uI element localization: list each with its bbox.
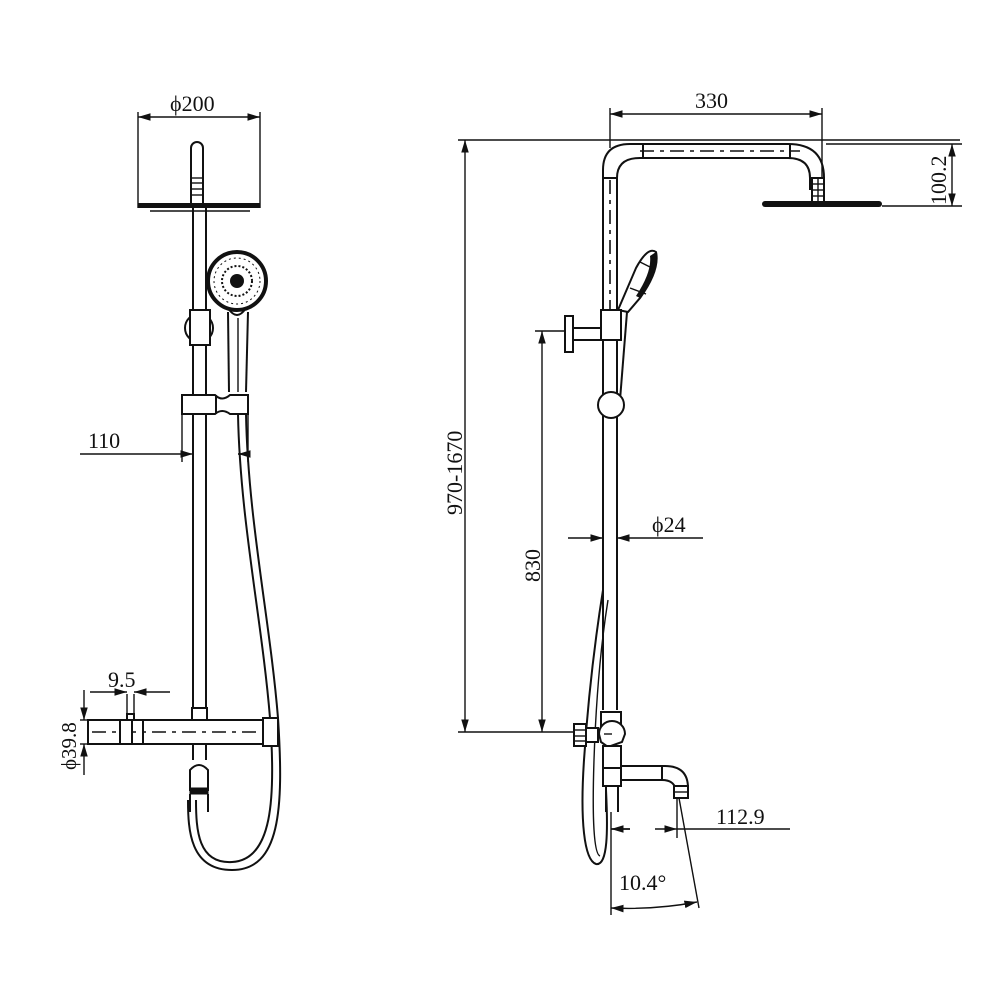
riser-rail: [192, 208, 207, 718]
thermostatic-valve-bar: [87, 707, 279, 812]
dim-label: ϕ200: [170, 91, 215, 116]
dim-label: 9.5: [108, 667, 136, 692]
dim-label: 110: [88, 428, 120, 453]
dim-diverter-height: 830: [520, 331, 546, 732]
dim-label: 100.2: [926, 156, 951, 206]
rail-ring-clip: [184, 309, 214, 346]
diverter-valve: [573, 711, 627, 812]
shower-hose: [187, 413, 282, 872]
side-view: 330 100.2: [442, 88, 962, 915]
hand-shower-side: [600, 249, 658, 401]
shower-arm-overhead: [458, 139, 960, 710]
wall-bracket: [535, 315, 602, 353]
dim-label: 10.4°: [619, 870, 666, 895]
dim-total-height: 970-1670: [442, 140, 580, 733]
dim-rail-offset: 110: [80, 414, 251, 462]
dim-label: 830: [520, 549, 545, 582]
dim-spout-reach: 112.9: [610, 798, 790, 915]
dim-arm-reach: 330: [609, 88, 823, 180]
slider-bracket: [181, 394, 249, 415]
dim-label: ϕ39.8: [57, 722, 81, 770]
dim-label: 112.9: [716, 804, 765, 829]
rain-shower-head: [138, 203, 260, 212]
dim-label: 970-1670: [442, 431, 467, 515]
dim-head-diameter: ϕ200: [137, 91, 261, 208]
dim-spout-angle: 10.4°: [610, 797, 700, 913]
rain-shower-head-side: [762, 201, 882, 207]
dim-pipe-diameter: ϕ24: [568, 512, 703, 542]
front-view: ϕ200: [57, 91, 282, 872]
dim-valve-offset: 9.5: [90, 667, 170, 714]
hand-shower: [206, 250, 268, 393]
slider-ring: [597, 391, 625, 419]
dim-label: ϕ24: [652, 512, 686, 537]
shower-hose-side: [581, 589, 609, 865]
bath-spout: [621, 765, 689, 799]
dim-valve-diameter: ϕ39.8: [57, 690, 90, 775]
dim-label: 330: [695, 88, 728, 113]
dim-head-drop: 100.2: [826, 143, 962, 207]
shower-arm-top: [190, 141, 204, 203]
